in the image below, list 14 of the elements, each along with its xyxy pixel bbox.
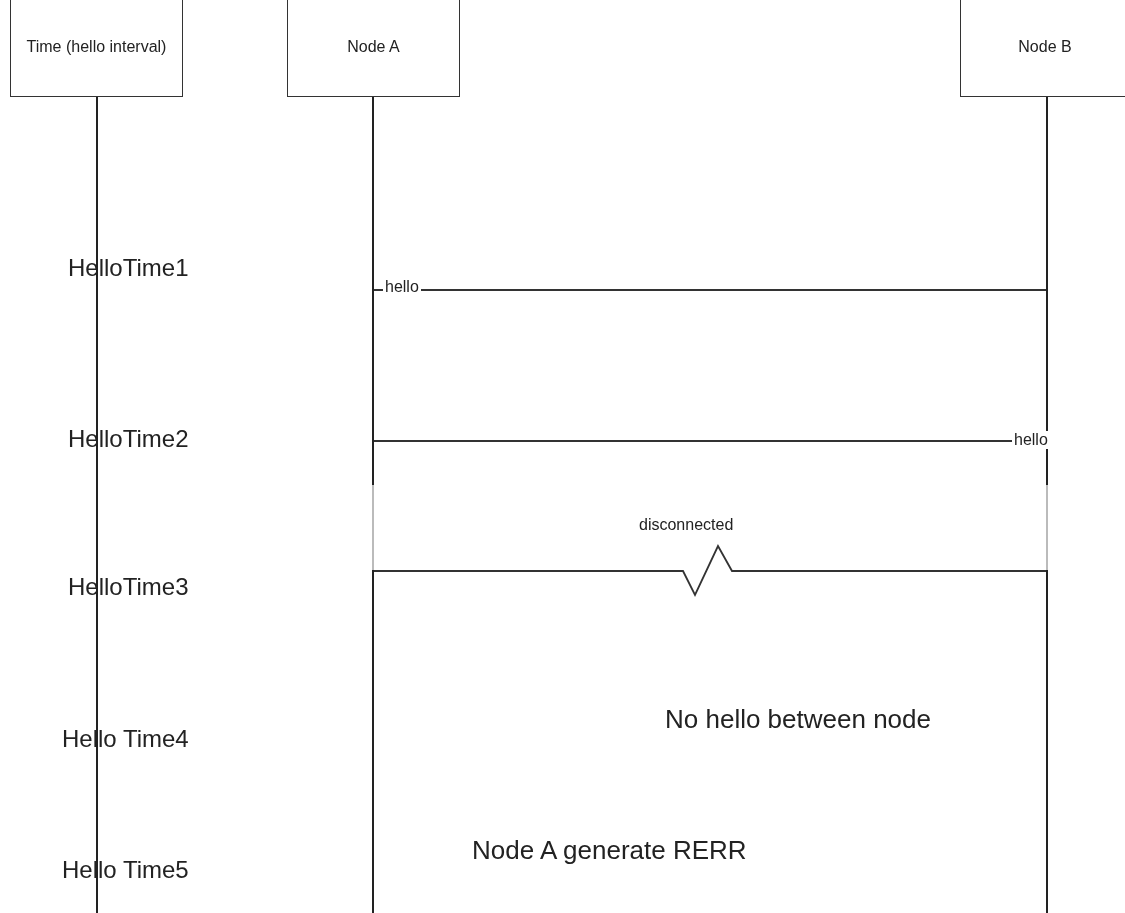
lifeline [1046,97,1048,913]
note-text: No hello between node [665,704,931,735]
note-text: Node A generate RERR [472,835,747,866]
lifeline [96,97,98,913]
lifeline-header-box [10,0,183,97]
participant-name: Node A [347,37,400,58]
edge-label: hello [1012,431,1050,449]
lifeline [372,97,374,913]
lifeline-header-box [960,0,1125,97]
participant-name: Node B [1018,37,1072,58]
message-line [373,289,1047,291]
lifeline-header-box [287,0,460,97]
message-line [373,544,1047,598]
participant-name: Time (hello interval) [26,37,167,58]
